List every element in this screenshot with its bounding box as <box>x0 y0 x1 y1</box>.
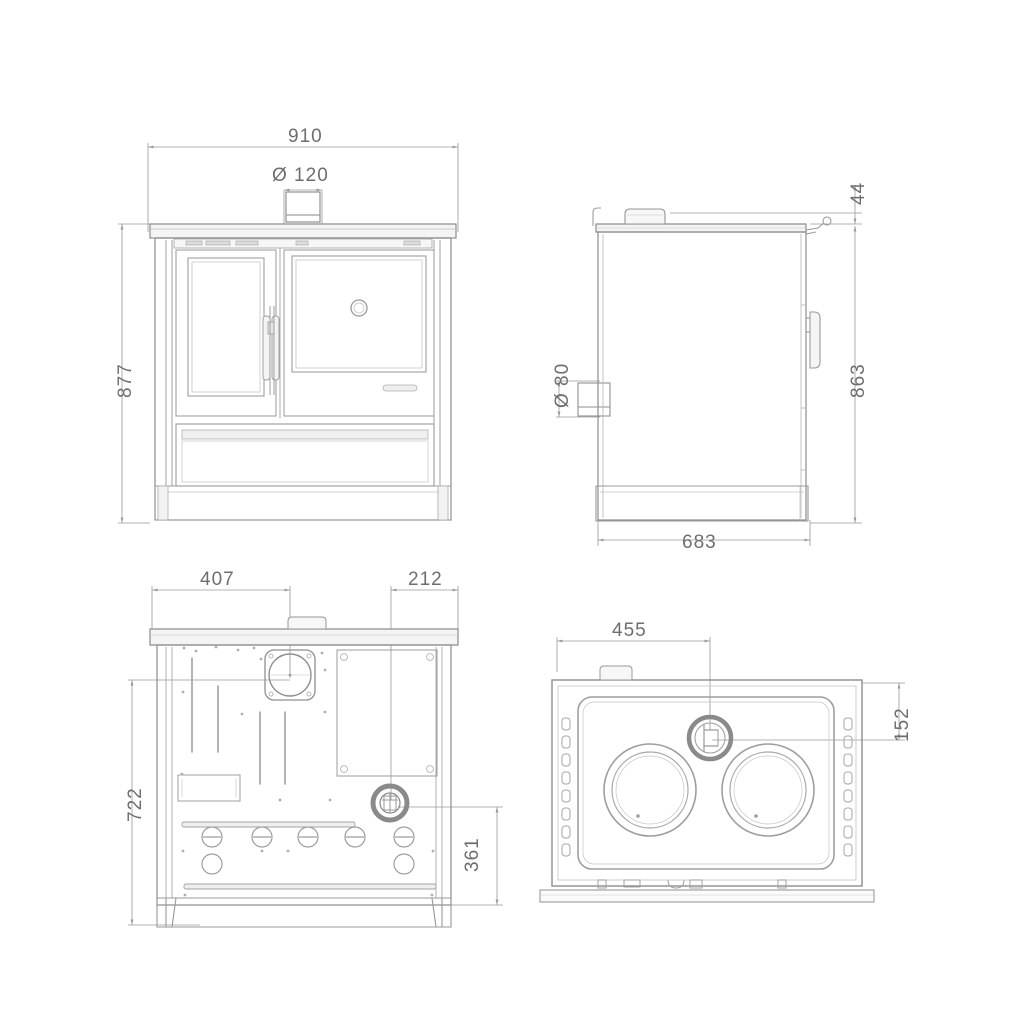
dim-label-910: 910 <box>288 126 323 147</box>
side-body-seams <box>602 234 806 518</box>
front-left-door[interactable] <box>175 249 277 417</box>
dim-label-361: 361 <box>462 837 483 872</box>
top-front-trim-bar <box>539 889 875 903</box>
front-right-door[interactable] <box>283 249 435 417</box>
side-lift-handle[interactable] <box>805 216 832 235</box>
top-view <box>539 637 905 903</box>
rear-lower-holes <box>201 853 415 875</box>
dim-label-683: 683 <box>682 532 717 553</box>
dim-910 <box>147 143 459 232</box>
dim-label-722: 722 <box>125 787 146 822</box>
front-top-plate <box>149 223 457 239</box>
side-top-plate <box>592 207 807 233</box>
top-right-hotplate[interactable] <box>721 743 815 837</box>
side-view <box>556 185 862 546</box>
dim-455 <box>556 637 711 730</box>
dim-863 <box>810 226 862 524</box>
rear-top-plate <box>149 616 459 646</box>
front-ash-drawer[interactable] <box>175 423 435 487</box>
rear-vertical-ribs <box>191 657 286 785</box>
dim-label-d120: Ø 120 <box>272 165 329 186</box>
dim-d80 <box>556 380 600 418</box>
front-body-outline <box>154 237 452 521</box>
rear-side-rails <box>165 647 443 898</box>
rear-panel-outline <box>156 644 452 906</box>
dim-44 <box>670 185 862 225</box>
dim-722 <box>128 679 290 926</box>
side-body-outline <box>597 231 807 521</box>
front-side-rails <box>163 240 443 487</box>
side-rear-outlet <box>577 382 611 417</box>
dim-label-877: 877 <box>115 363 136 398</box>
dim-683 <box>597 520 811 546</box>
rear-flue-collar <box>264 649 316 701</box>
front-view <box>118 143 459 524</box>
dim-label-212: 212 <box>408 569 443 590</box>
rear-horizontal-bars <box>181 821 437 890</box>
top-front-fittings <box>597 879 787 889</box>
side-door-handle[interactable] <box>805 311 821 369</box>
dim-152 <box>712 682 905 741</box>
dim-label-44: 44 <box>848 181 869 205</box>
rear-view <box>128 586 503 928</box>
rear-rivet-dots <box>180 645 435 897</box>
front-door-handles[interactable] <box>262 306 280 395</box>
front-base-plinth <box>154 485 452 521</box>
top-flue-opening <box>686 714 734 762</box>
rear-access-panel[interactable] <box>336 649 438 777</box>
top-right-vent-slots <box>843 717 853 857</box>
rear-rating-plate <box>177 774 241 802</box>
rear-fastener-row <box>201 826 415 848</box>
rear-base-plinth <box>156 897 452 928</box>
dim-label-407: 407 <box>200 569 235 590</box>
top-left-hotplate[interactable] <box>603 743 697 837</box>
side-base-plinth <box>595 485 809 522</box>
rear-secondary-outlet <box>370 783 410 823</box>
dim-212 <box>390 586 459 800</box>
top-plate-outline <box>551 665 863 887</box>
dim-d120 <box>283 188 323 228</box>
dim-label-152: 152 <box>892 707 913 742</box>
front-top-trim <box>173 238 433 249</box>
dim-label-863: 863 <box>848 363 869 398</box>
dim-label-d80: Ø 80 <box>552 362 573 408</box>
top-left-vent-slots <box>561 717 571 857</box>
front-flue-collar <box>285 191 321 223</box>
dim-877 <box>118 223 150 524</box>
dim-label-455: 455 <box>612 620 647 641</box>
top-hob-field <box>577 696 835 870</box>
